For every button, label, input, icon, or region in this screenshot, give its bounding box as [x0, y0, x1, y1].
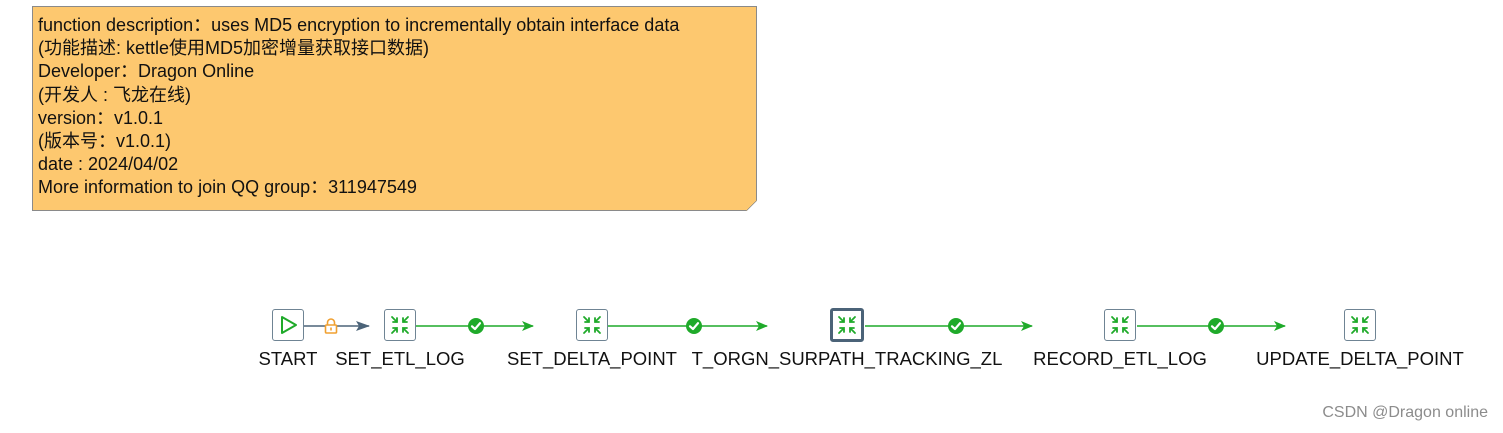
step-set-delta-point[interactable] [576, 309, 608, 341]
step-label-set-etl-log[interactable]: SET_ETL_LOG [335, 348, 465, 369]
note-line: function description：uses MD5 encryption… [38, 15, 680, 35]
step-label-update-delta-point[interactable]: UPDATE_DELTA_POINT [1256, 348, 1464, 369]
step-label-start[interactable]: START [258, 348, 318, 369]
check-circle-icon[interactable] [686, 318, 702, 334]
step-label-record-etl-log[interactable]: RECORD_ETL_LOG [1033, 348, 1207, 369]
note-corner-fold [746, 200, 757, 211]
start-play-icon [281, 316, 297, 334]
check-circle-icon[interactable] [948, 318, 964, 334]
check-circle-icon[interactable] [468, 318, 484, 334]
note-line: Developer：Dragon Online [38, 61, 255, 82]
transformation-icon [583, 316, 601, 334]
lock-icon[interactable] [324, 318, 338, 339]
step-label-set-delta-point[interactable]: SET_DELTA_POINT [507, 348, 677, 369]
step-start[interactable] [272, 309, 304, 341]
job-note[interactable]: function description：uses MD5 encryption… [32, 6, 757, 211]
note-line: version：v1.0.1 [38, 107, 164, 128]
check-circle-icon[interactable] [1208, 318, 1224, 334]
note-line: More information to join QQ group：311947… [38, 177, 417, 198]
note-line: (开发人 : 飞龙在线) [38, 84, 191, 105]
transformation-icon [1351, 316, 1369, 334]
step-label-t-orgn-surpath-tracking-zl[interactable]: T_ORGN_SURPATH_TRACKING_ZL [691, 348, 1003, 369]
watermark: CSDN @Dragon online [1322, 404, 1488, 421]
note-line: (功能描述: kettle使用MD5加密增量获取接口数据) [38, 38, 430, 59]
transformation-icon [838, 316, 856, 334]
step-update-delta-point[interactable] [1344, 309, 1376, 341]
note-line: date : 2024/04/02 [38, 154, 179, 175]
step-record-etl-log[interactable] [1104, 309, 1136, 341]
note-line: (版本号：v1.0.1) [38, 131, 172, 152]
transformation-icon [391, 316, 409, 334]
step-set-etl-log[interactable] [384, 309, 416, 341]
step-t-orgn-surpath-tracking-zl[interactable] [830, 308, 864, 342]
transformation-icon [1111, 316, 1129, 334]
